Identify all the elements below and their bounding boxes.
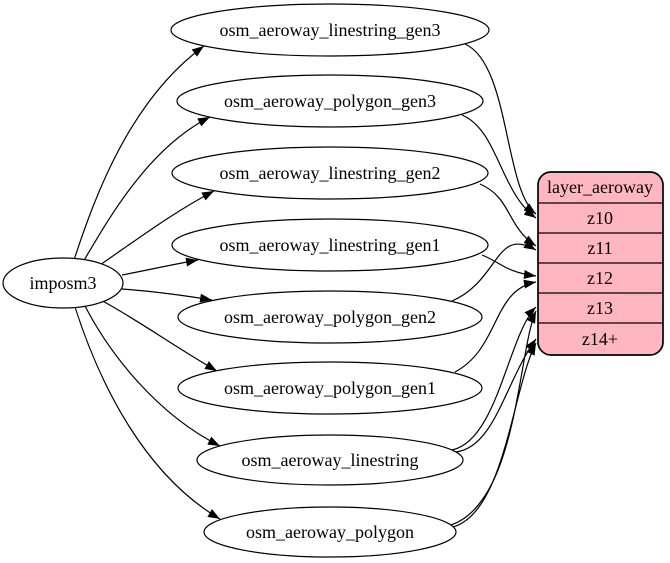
edges-source-to-tables	[73, 45, 221, 520]
edge-osm_aeroway_linestring-to-z14	[455, 338, 537, 453]
imposm3-label: imposm3	[29, 273, 96, 293]
layer-row-z13: z13	[587, 298, 613, 318]
edge-osm_aeroway_linestring-to-z13	[451, 306, 537, 451]
node-layer_aeroway: layer_aeroway z10 z11 z12 z13 z14+	[537, 171, 664, 356]
edge-osm_aeroway_polygon_gen3-to-z10	[461, 114, 537, 219]
node-osm_aeroway_polygon: osm_aeroway_polygon	[203, 506, 457, 558]
node-osm_aeroway_polygon_gen2: osm_aeroway_polygon_gen2	[177, 290, 483, 344]
layer-row-z10: z10	[587, 208, 613, 228]
table-ellipse	[170, 3, 490, 57]
table-ellipse	[176, 74, 484, 128]
imposm3-ellipse	[2, 257, 124, 309]
table-label: osm_aeroway_linestring_gen3	[220, 20, 441, 40]
node-osm_aeroway_linestring: osm_aeroway_linestring	[196, 434, 464, 486]
node-osm_aeroway_polygon_gen1: osm_aeroway_polygon_gen1	[177, 361, 483, 415]
edge-imposm3-to-osm_aeroway_polygon	[74, 306, 221, 520]
edge-imposm3-to-osm_aeroway_linestring_gen3	[73, 45, 205, 261]
layer-row-z14: z14+	[582, 329, 618, 349]
table-ellipse	[171, 218, 489, 272]
table-ellipse	[177, 361, 483, 415]
table-label: osm_aeroway_polygon_gen3	[224, 91, 436, 111]
edge-osm_aeroway_polygon_gen1-to-z12	[454, 279, 537, 373]
node-osm_aeroway_polygon_gen3: osm_aeroway_polygon_gen3	[176, 74, 484, 128]
node-osm_aeroway_linestring_gen1: osm_aeroway_linestring_gen1	[171, 218, 489, 272]
edge-imposm3-to-osm_aeroway_linestring_gen2	[96, 190, 215, 268]
layer-row-z12: z12	[587, 268, 613, 288]
table-ellipse	[171, 146, 489, 200]
layer-row-z11: z11	[587, 238, 612, 258]
edges-tables-to-layer	[450, 43, 537, 528]
table-label: osm_aeroway_polygon_gen2	[224, 307, 436, 327]
edge-imposm3-to-osm_aeroway_linestring	[83, 303, 221, 447]
node-imposm3: imposm3	[2, 257, 124, 309]
layer-title: layer_aeroway	[547, 177, 653, 197]
table-ellipse	[196, 434, 464, 486]
table-label: osm_aeroway_polygon_gen1	[224, 378, 436, 398]
edge-imposm3-to-osm_aeroway_polygon_gen3	[82, 116, 211, 263]
table-label: osm_aeroway_polygon	[246, 522, 414, 542]
edge-osm_aeroway_linestring_gen3-to-z10	[464, 43, 537, 215]
table-ellipse	[177, 290, 483, 344]
edge-imposm3-to-osm_aeroway_linestring_gen1	[121, 257, 199, 276]
edge-imposm3-to-osm_aeroway_polygon_gen1	[98, 298, 218, 372]
node-osm_aeroway_linestring_gen2: osm_aeroway_linestring_gen2	[171, 146, 489, 200]
table-label: osm_aeroway_linestring_gen2	[220, 163, 441, 183]
table-label: osm_aeroway_linestring_gen1	[220, 235, 441, 255]
edge-osm_aeroway_polygon_gen2-to-z11	[451, 240, 537, 302]
edge-osm_aeroway_polygon-to-z13	[450, 310, 537, 526]
edge-osm_aeroway_linestring_gen1-to-z12	[481, 254, 537, 279]
table-ellipse	[203, 506, 457, 558]
edge-osm_aeroway_linestring_gen2-to-z11	[479, 183, 537, 247]
table-label: osm_aeroway_linestring	[242, 450, 419, 470]
edge-osm_aeroway_polygon-to-z14	[452, 342, 537, 528]
node-osm_aeroway_linestring_gen3: osm_aeroway_linestring_gen3	[170, 3, 490, 57]
edge-imposm3-to-osm_aeroway_polygon_gen2	[121, 288, 213, 303]
